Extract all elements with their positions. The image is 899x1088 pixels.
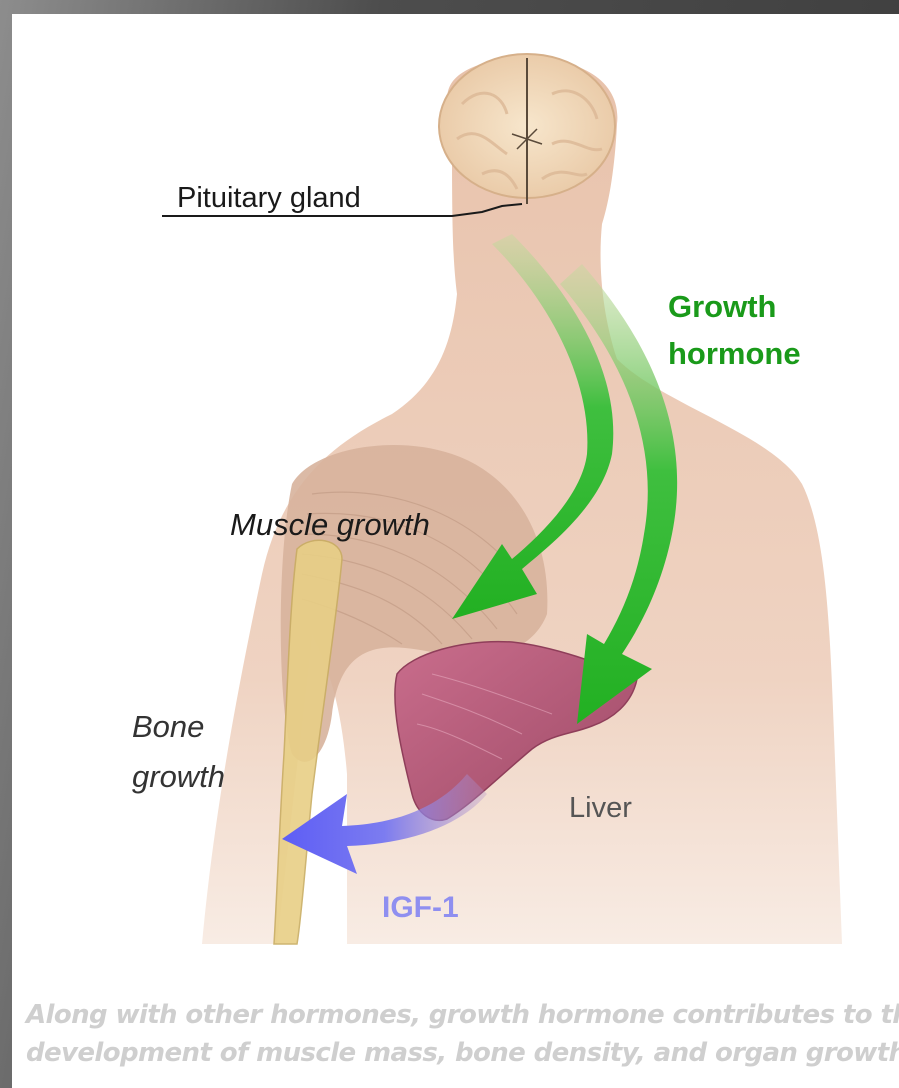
caption-line2: development of muscle mass, bone density…: [26, 1038, 899, 1068]
slide: Pituitary gland Growth hormone Muscle gr…: [12, 14, 899, 1088]
growth-hormone-label-line1: Growth: [668, 289, 777, 325]
pituitary-gland-label: Pituitary gland: [177, 182, 361, 215]
growth-hormone-label-line2: hormone: [668, 336, 801, 372]
igf1-label: IGF-1: [382, 891, 459, 925]
liver-label: Liver: [569, 792, 632, 825]
caption-line1: Along with other hormones, growth hormon…: [26, 1000, 899, 1030]
bone-growth-label-line1: Bone: [132, 709, 204, 745]
bone-growth-label-line2: growth: [132, 759, 225, 795]
body-diagram: [12, 14, 899, 1088]
muscle-growth-label: Muscle growth: [230, 507, 430, 543]
